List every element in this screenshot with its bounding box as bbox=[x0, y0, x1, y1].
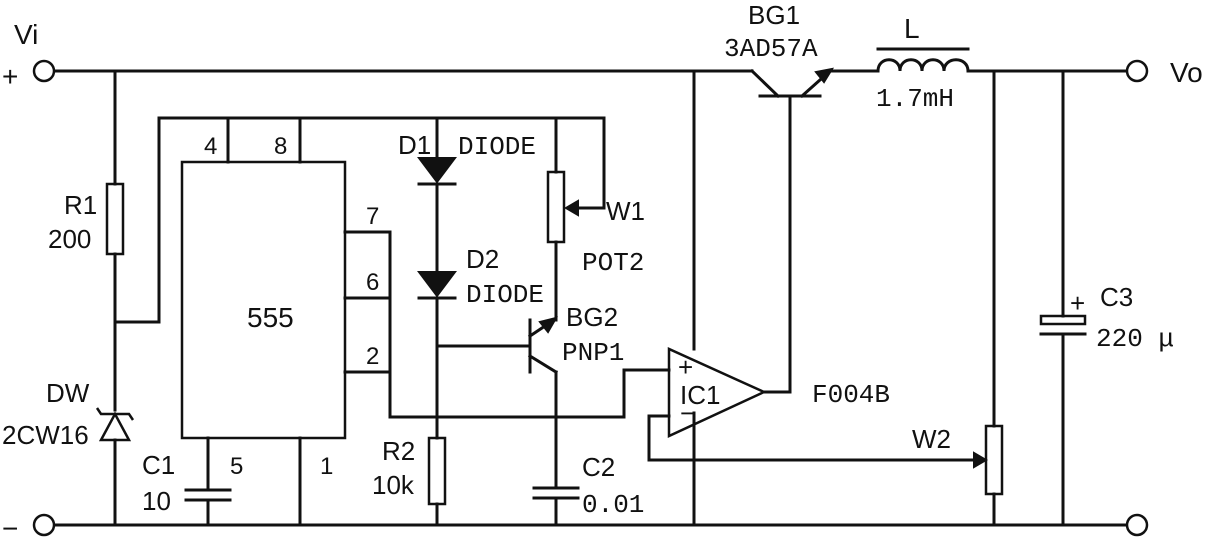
bg1-type: 3AD57A bbox=[724, 34, 818, 64]
inductor-name: L bbox=[904, 13, 920, 44]
bg2-pnp-transistor[interactable] bbox=[435, 316, 559, 490]
c3-plus: + bbox=[1070, 288, 1085, 318]
vo-minus-terminal[interactable] bbox=[1125, 513, 1149, 537]
r1-resistor[interactable] bbox=[105, 69, 125, 412]
ic1-opamp[interactable] bbox=[667, 347, 768, 438]
ic-555-label: 555 bbox=[247, 302, 294, 333]
w1-type: POT2 bbox=[582, 248, 644, 278]
d1-name: D1 bbox=[398, 130, 431, 160]
bg1-transistor[interactable] bbox=[749, 67, 835, 99]
r2-value: 10k bbox=[372, 470, 415, 500]
w1-name: W1 bbox=[606, 196, 645, 226]
ic1-part: F004B bbox=[812, 380, 890, 410]
c2-name: C2 bbox=[582, 452, 615, 482]
pin-6-label: 6 bbox=[366, 269, 379, 296]
inductor-l[interactable] bbox=[876, 47, 970, 73]
d2-type: DIODE bbox=[466, 280, 544, 310]
plus-sign: + bbox=[2, 61, 18, 92]
vo-plus-terminal[interactable] bbox=[1125, 59, 1149, 83]
d1-diode[interactable] bbox=[417, 116, 457, 274]
pin-5-label: 5 bbox=[230, 453, 243, 480]
r2-resistor[interactable] bbox=[427, 436, 447, 527]
inductor-value: 1.7mH bbox=[876, 84, 954, 114]
bg1-name: BG1 bbox=[748, 0, 800, 30]
dw-value: 2CW16 bbox=[2, 420, 89, 450]
pin-1-label: 1 bbox=[320, 453, 333, 480]
vi-label: Vi bbox=[14, 19, 38, 50]
pin-4-label: 4 bbox=[204, 133, 217, 160]
vi-plus-terminal[interactable] bbox=[32, 59, 56, 83]
c3-value: 220 μ bbox=[1096, 324, 1174, 354]
r2-name: R2 bbox=[382, 436, 415, 466]
d1-type: DIODE bbox=[458, 132, 536, 162]
pin-7-label: 7 bbox=[366, 203, 379, 230]
ic1-minus: − bbox=[680, 398, 695, 428]
c1-capacitor[interactable] bbox=[184, 436, 232, 527]
pin-2-label: 2 bbox=[366, 343, 379, 370]
ic1-name: IC1 bbox=[680, 380, 720, 410]
c2-capacitor[interactable] bbox=[532, 486, 580, 527]
minus-sign: − bbox=[2, 513, 18, 540]
d2-diode[interactable] bbox=[417, 271, 457, 440]
pin-8-label: 8 bbox=[274, 133, 287, 160]
r1-name: R1 bbox=[64, 190, 97, 220]
d2-name: D2 bbox=[466, 244, 499, 274]
c1-name: C1 bbox=[142, 450, 175, 480]
c2-value: 0.01 bbox=[582, 490, 644, 520]
vi-minus-terminal[interactable] bbox=[32, 513, 56, 537]
w2-potentiometer[interactable] bbox=[984, 69, 1004, 527]
ic-555-body[interactable] bbox=[180, 160, 347, 440]
vo-label: Vo bbox=[1170, 57, 1203, 88]
w2-name: W2 bbox=[912, 424, 951, 454]
w1-potentiometer[interactable] bbox=[546, 116, 606, 322]
dw-name: DW bbox=[46, 378, 90, 408]
r1-value: 200 bbox=[48, 224, 91, 254]
bg2-name: BG2 bbox=[566, 302, 618, 332]
c3-name: C3 bbox=[1100, 282, 1133, 312]
c1-value: 10 bbox=[142, 486, 171, 516]
ic1-plus: + bbox=[678, 352, 693, 382]
dw-zener-diode[interactable] bbox=[95, 407, 135, 527]
c3-capacitor[interactable] bbox=[1039, 69, 1087, 527]
bg2-type: PNP1 bbox=[562, 338, 624, 368]
